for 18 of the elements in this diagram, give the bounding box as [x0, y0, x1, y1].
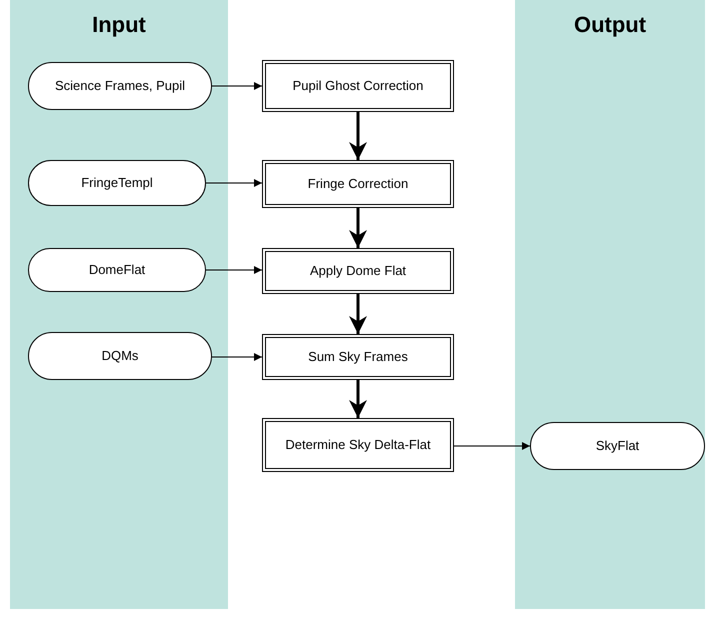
column-heading: Output: [572, 12, 648, 38]
arrow: [206, 179, 262, 187]
column-heading: Input: [91, 12, 147, 38]
arrow: [206, 266, 262, 274]
process-box: Fringe Correction: [262, 160, 454, 208]
column-band: [10, 0, 228, 609]
arrow: [212, 353, 262, 361]
column-band: [515, 0, 705, 609]
arrow: [349, 208, 367, 248]
process-box: Determine Sky Delta-Flat: [262, 418, 454, 472]
arrow: [349, 294, 367, 334]
process-box: Pupil Ghost Correction: [262, 60, 454, 112]
arrow: [349, 112, 367, 160]
process-box: Sum Sky Frames: [262, 334, 454, 380]
process-box: Apply Dome Flat: [262, 248, 454, 294]
arrow: [349, 380, 367, 418]
arrow: [212, 82, 262, 90]
arrow: [454, 442, 530, 450]
